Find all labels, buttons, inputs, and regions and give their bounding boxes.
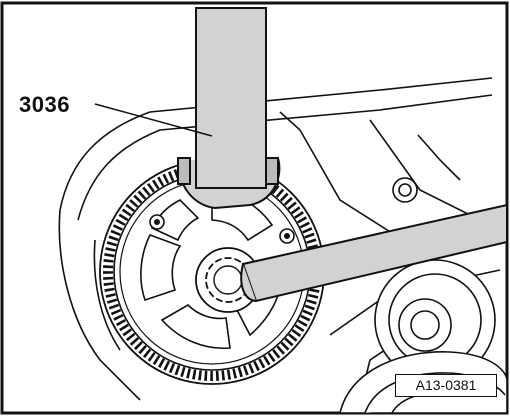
counterhold-tool-3036 [177,7,281,210]
camshaft-sprocket [99,159,325,385]
figure-code-box: A13-0381 [395,374,497,397]
lower-pulley [374,259,496,381]
tool-number-label: 3036 [19,92,70,117]
housing-bolt [392,177,418,203]
wrench-bar [240,203,508,303]
label-leader-line [94,103,213,137]
